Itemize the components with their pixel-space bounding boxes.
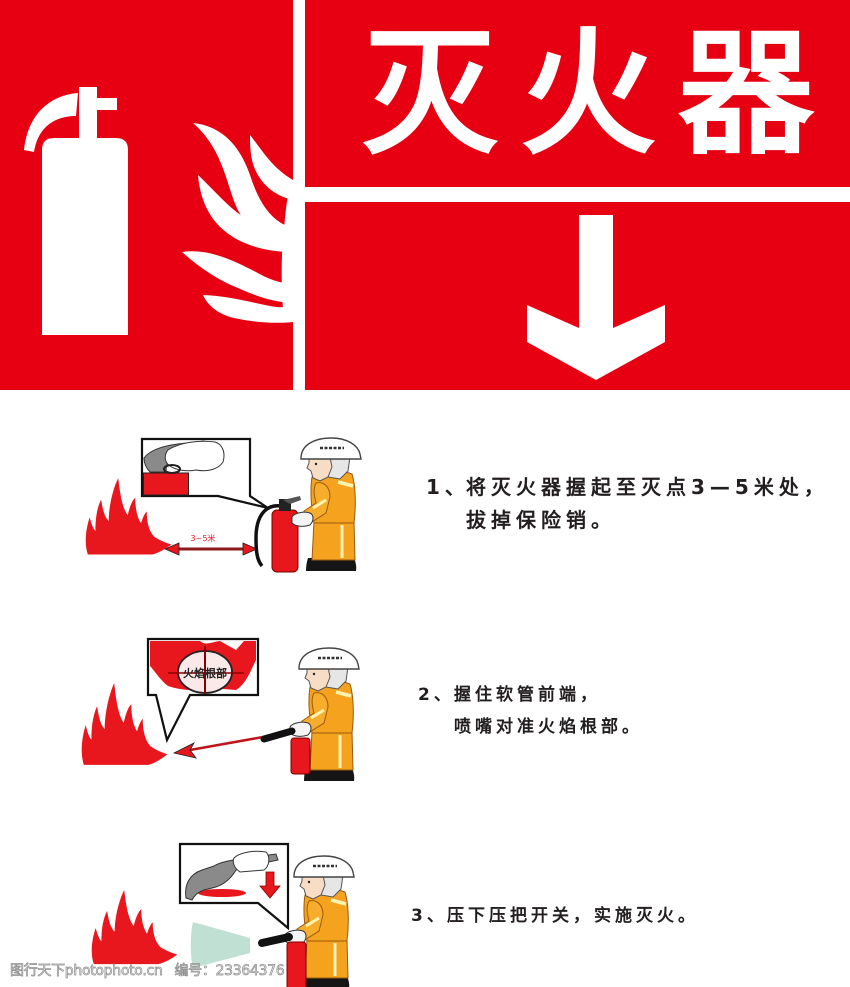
flame-icon [91, 890, 178, 965]
extinguisher-icon [254, 496, 301, 573]
spray-direction-arrow [172, 735, 264, 759]
firefighter-figure [290, 436, 363, 573]
step-text-line: 喷嘴对准火焰根部。 [454, 717, 643, 737]
safety-pin-icon [163, 464, 181, 474]
direction-arrow-panel [305, 202, 850, 390]
step-text-line: 握住软管前端， [454, 685, 601, 705]
watermark-id: 编号：23364376 [174, 963, 285, 980]
extinguisher-symbol-panel [0, 0, 293, 390]
extinguishing-spray [190, 922, 250, 968]
callout-pull-pin [140, 437, 269, 510]
step-3-illustration [91, 842, 356, 987]
callout-label: 火焰根部 [183, 666, 227, 680]
hand-icon [232, 850, 270, 873]
step-number: 3、 [411, 906, 448, 926]
press-down-arrow-icon [259, 871, 281, 899]
extinguisher-icon [258, 933, 307, 987]
sign-title: 灭火器 [362, 16, 836, 174]
fire-extinguisher-icon [24, 87, 128, 335]
arrow-down-icon [527, 215, 665, 380]
callout-flame-base: 火焰根部 [146, 637, 260, 744]
extinguisher-icon [260, 727, 311, 775]
callout-press-handle [178, 842, 290, 931]
symbol-graphic [24, 87, 293, 335]
distance-label: 3~5米 [191, 533, 216, 543]
watermark: 图行天下photophoto.cn 编号：23364376 [10, 962, 285, 980]
step-text-line: 将灭火器握起至灭点3—5米处， [466, 475, 829, 499]
distance-arrow: 3~5米 [163, 533, 259, 556]
step-number: 1、 [426, 475, 470, 499]
title-panel: 灭火器 [305, 0, 850, 187]
step-number: 2、 [418, 685, 455, 705]
watermark-site: 图行天下photophoto.cn [10, 963, 163, 980]
step-2-illustration: 火焰根部 [81, 637, 361, 783]
step-text-line: 压下压把开关，实施灭火。 [447, 906, 699, 926]
step-text-line: 拔掉保险销。 [466, 508, 616, 532]
step-1-illustration: 3~5米 [85, 436, 363, 573]
flame-icon [182, 123, 293, 323]
